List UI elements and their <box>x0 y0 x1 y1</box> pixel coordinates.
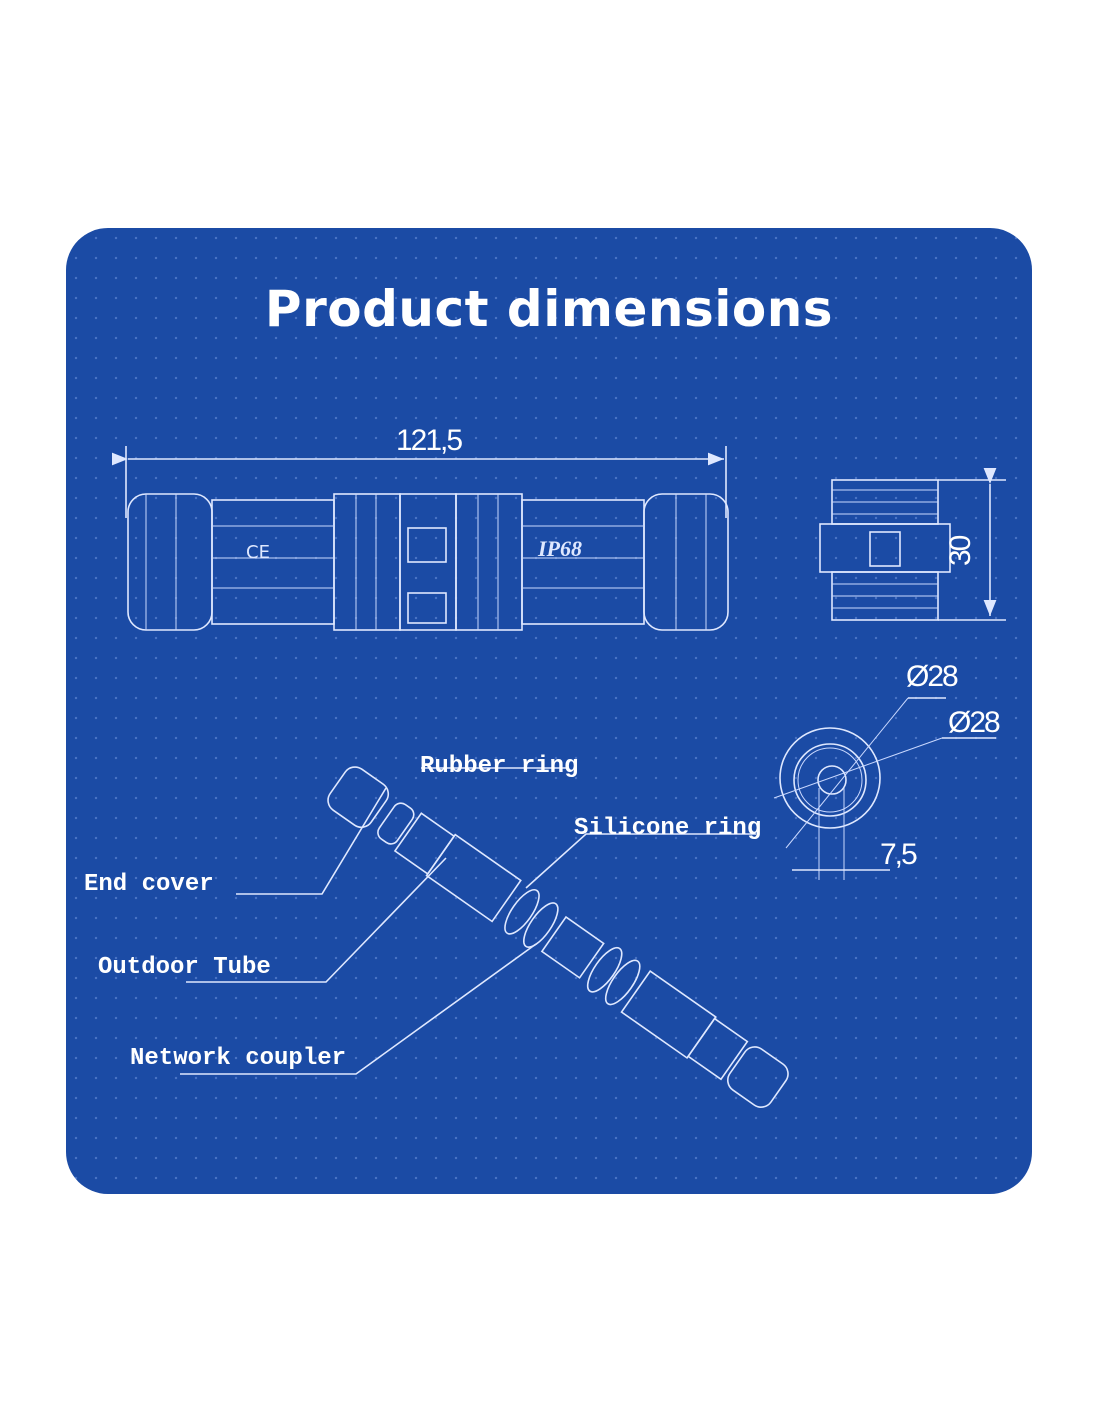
height-label: 30 <box>944 535 977 566</box>
label-end-cover: End cover <box>84 871 214 898</box>
ce-mark: CE <box>246 542 270 563</box>
dimensions-card: Product dimensions 121,5 <box>66 228 1032 1194</box>
length-label: 121,5 <box>396 424 462 457</box>
offset-label: 7,5 <box>880 838 917 871</box>
leader-lines <box>180 767 756 1075</box>
label-network-coupler: Network coupler <box>130 1045 346 1072</box>
technical-drawing: 121,5 CE IP68 <box>84 424 1006 1108</box>
label-outdoor-tube: Outdoor Tube <box>98 954 271 981</box>
label-rubber-ring: Rubber ring <box>420 753 578 780</box>
connector-front-view: 30 <box>819 468 1006 621</box>
connector-side-view: CE IP68 <box>127 493 729 631</box>
exploded-view <box>327 766 789 1108</box>
outer-diameter-label: Ø28 <box>906 660 958 693</box>
page-title: Product dimensions <box>264 280 834 338</box>
inner-diameter-label: Ø28 <box>948 706 1000 739</box>
connector-end-view: Ø28 Ø28 7,5 <box>773 660 1002 880</box>
ip-rating-mark: IP68 <box>537 536 582 561</box>
label-silicone-ring: Silicone ring <box>574 815 761 842</box>
length-dimension: 121,5 <box>112 424 727 518</box>
